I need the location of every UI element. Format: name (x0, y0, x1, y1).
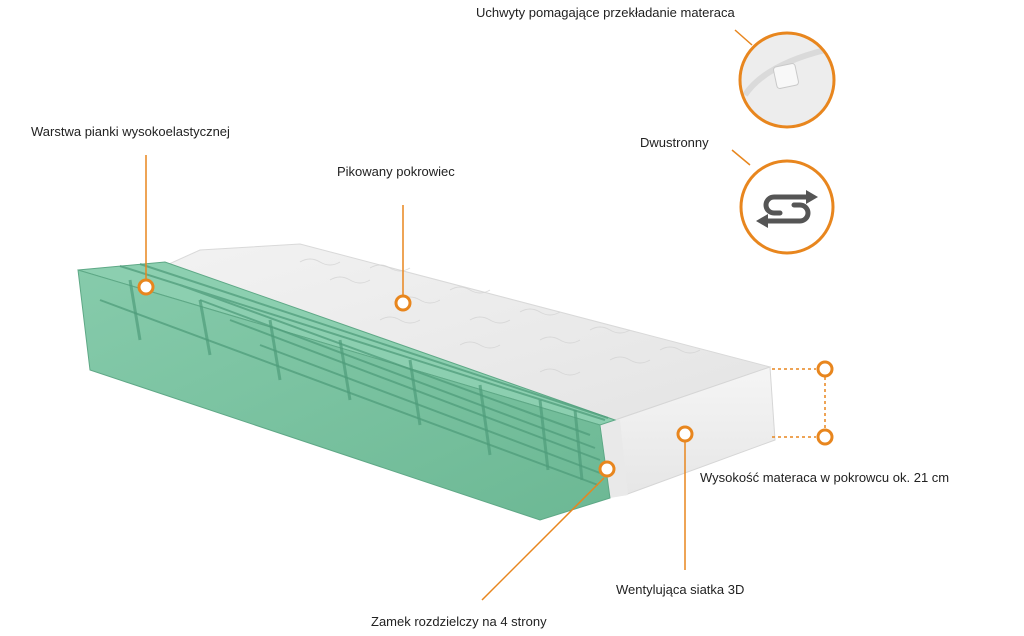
marker-cover (394, 294, 412, 312)
label-zipper: Zamek rozdzielczy na 4 strony (371, 614, 547, 629)
marker-height-top (816, 360, 834, 378)
foam-grooves (99, 263, 609, 486)
quilt-pattern (299, 258, 701, 376)
marker-foam (137, 278, 155, 296)
label-foam-layer: Warstwa pianki wysokoelastycznej (31, 124, 230, 139)
marker-height-bottom (816, 428, 834, 446)
swap-arrows-icon (739, 159, 835, 255)
leader-lines (145, 29, 826, 601)
foam-cuts (128, 279, 584, 481)
label-ventilation: Wentylująca siatka 3D (616, 582, 745, 597)
label-reversible: Dwustronny (640, 135, 709, 150)
label-quilted-cover: Pikowany pokrowiec (337, 164, 455, 179)
foam-face (77, 269, 611, 521)
label-height: Wysokość materaca w pokrowcu ok. 21 cm (700, 470, 950, 485)
marker-ventilation (676, 425, 694, 443)
marker-zipper (598, 460, 616, 478)
handle-closeup (738, 31, 836, 129)
markers (137, 278, 834, 478)
label-handles: Uchwyty pomagające przekładanie materaca (476, 5, 735, 20)
